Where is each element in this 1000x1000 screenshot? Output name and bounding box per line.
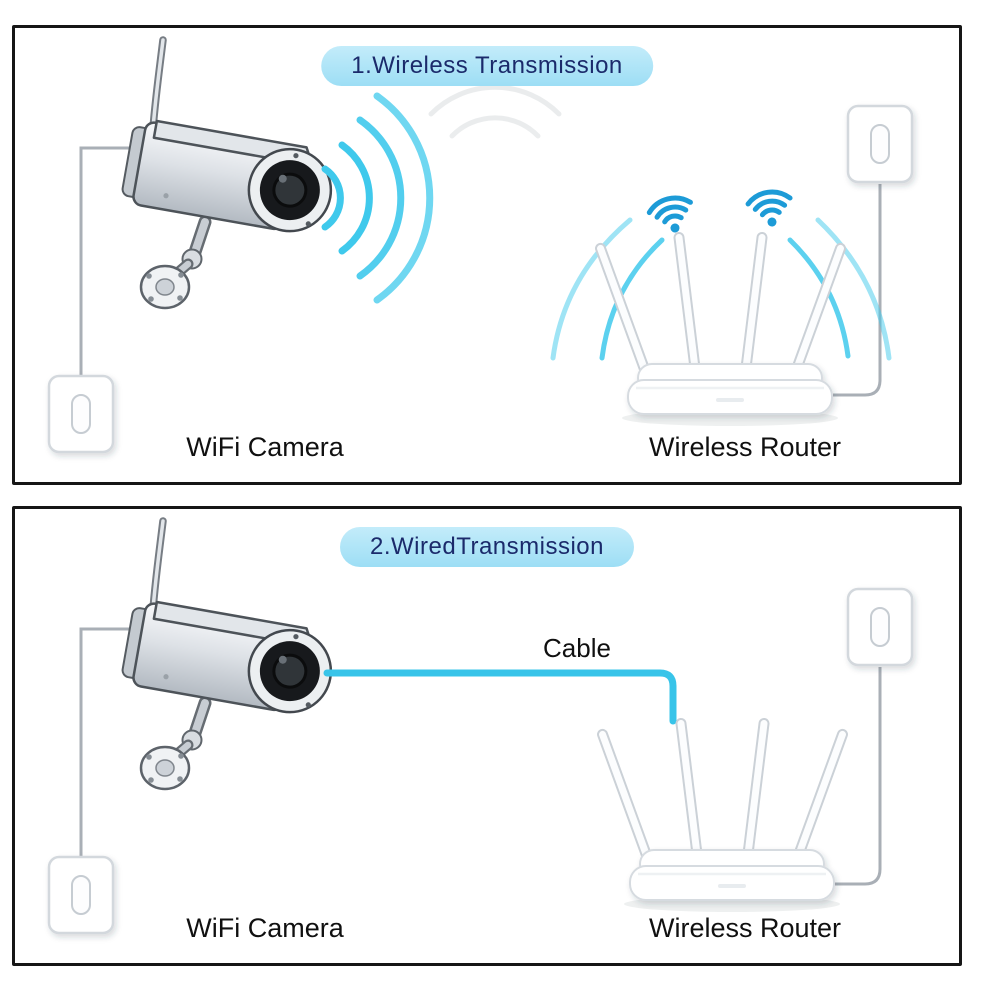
wifi-signal-icon xyxy=(647,194,696,238)
wall-outlet-icon xyxy=(49,857,113,933)
wireless-router-label: Wireless Router xyxy=(648,432,842,462)
wireless-router-icon xyxy=(597,718,848,912)
camera-power-cord xyxy=(79,146,152,380)
wireless-transmission-panel: 1.Wireless Transmission WiFi Camera Wire… xyxy=(12,25,962,485)
ghost-watermark-arcs xyxy=(428,84,562,139)
panel-title: 2.WiredTransmission xyxy=(370,533,604,560)
panel-title-badge: 2.WiredTransmission xyxy=(340,527,634,567)
wifi-camera-label: WiFi Camera xyxy=(186,432,344,462)
cable-label: Cable xyxy=(543,633,611,663)
panel-title-badge: 1.Wireless Transmission xyxy=(321,46,653,86)
camera-wifi-ripple-arcs xyxy=(321,92,434,304)
router-signal-arcs xyxy=(550,217,892,361)
router-power-cord xyxy=(835,667,882,886)
wifi-signal-icon xyxy=(747,189,794,229)
wifi-camera-icon xyxy=(120,40,338,308)
wall-outlet-icon xyxy=(848,106,912,182)
wifi-camera-label: WiFi Camera xyxy=(186,913,344,943)
wall-outlet-icon xyxy=(49,376,113,452)
wired-transmission-panel: 2.WiredTransmission Cable WiFi Camera Wi… xyxy=(12,506,962,966)
router-power-cord xyxy=(833,184,882,397)
wireless-panel-art xyxy=(15,28,959,482)
ethernet-cable-line xyxy=(323,669,677,725)
panel-title: 1.Wireless Transmission xyxy=(351,52,623,79)
wired-panel-art xyxy=(15,509,959,963)
camera-power-cord xyxy=(79,627,152,861)
wifi-camera-icon xyxy=(120,521,338,789)
wall-outlet-icon xyxy=(848,589,912,665)
wireless-router-label: Wireless Router xyxy=(648,913,842,943)
